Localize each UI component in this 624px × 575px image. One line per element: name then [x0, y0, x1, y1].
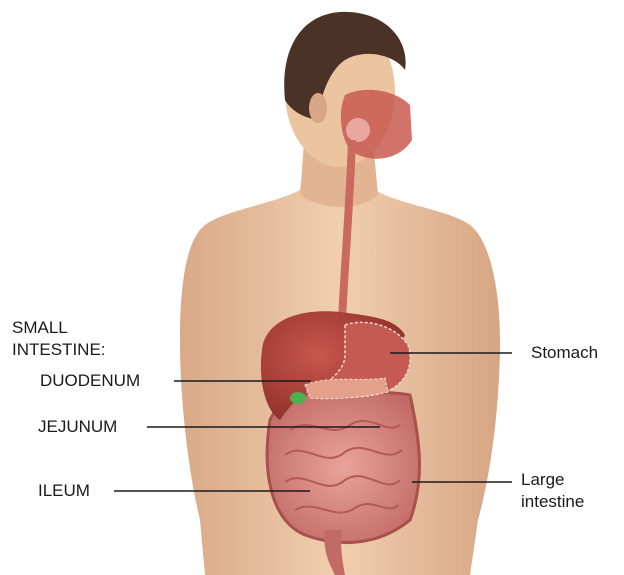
label-stomach: Stomach: [531, 343, 598, 363]
label-small-intestine-line1: SMALL: [12, 318, 68, 338]
label-large-intestine-line1: Large: [521, 470, 564, 490]
label-jejunum: JEJUNUM: [38, 417, 117, 437]
label-ileum: ILEUM: [38, 481, 90, 501]
label-duodenum: DUODENUM: [40, 371, 140, 391]
gallbladder: [290, 392, 306, 404]
large-intestine: [267, 392, 419, 543]
label-large-intestine-line2: intestine: [521, 492, 584, 512]
ear: [309, 93, 327, 123]
salivary-gland: [346, 118, 370, 142]
label-small-intestine-line2: INTESTINE:: [12, 340, 106, 360]
